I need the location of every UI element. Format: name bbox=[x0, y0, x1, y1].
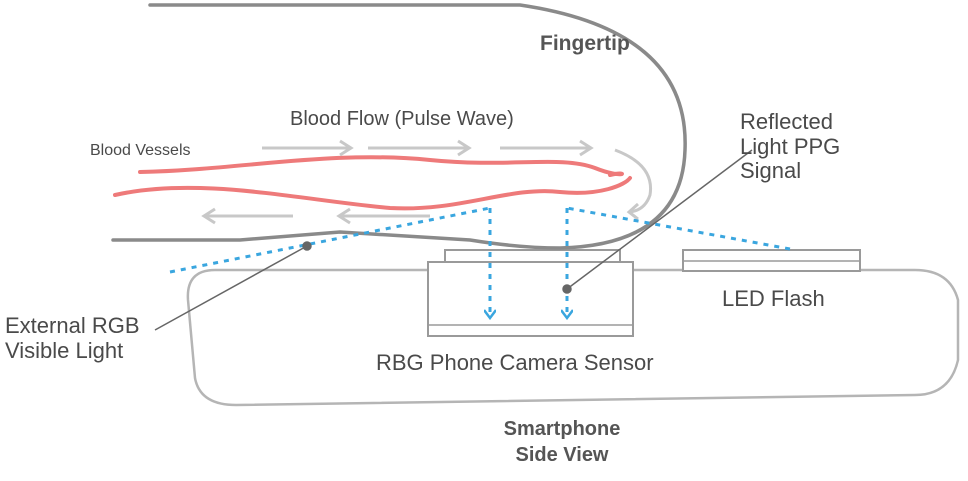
flow-arrows-return bbox=[201, 207, 430, 225]
external-line-1: External RGB bbox=[5, 313, 140, 338]
label-pointers bbox=[154, 149, 753, 331]
fingertip-outline bbox=[111, 3, 687, 250]
light-rays bbox=[169, 206, 791, 318]
blood-vessels-label: Blood Vessels bbox=[90, 142, 191, 159]
reflected-line-1: Reflected bbox=[740, 109, 833, 134]
reflected-line-3: Signal bbox=[740, 158, 802, 184]
external-light-label: External RGB Visible Light bbox=[5, 313, 140, 363]
led-flash-label: LED Flash bbox=[722, 286, 825, 311]
camera-sensor-shape bbox=[427, 249, 634, 337]
smartphone-line-1: Smartphone bbox=[503, 418, 621, 440]
smartphone-body bbox=[186, 268, 960, 407]
camera-sensor-label: RBG Phone Camera Sensor bbox=[376, 350, 654, 375]
fingertip-label: Fingertip bbox=[540, 32, 630, 55]
reflected-line-2: Light PPG bbox=[740, 133, 841, 159]
reflected-light-label: Reflected Light PPG Signal bbox=[740, 109, 841, 184]
blood-flow-label: Blood Flow (Pulse Wave) bbox=[290, 108, 514, 130]
blood-vessels bbox=[113, 155, 632, 211]
smartphone-line-2: Side View bbox=[515, 444, 609, 467]
flow-arrows-forward bbox=[262, 139, 653, 221]
smartphone-label: Smartphone Side View bbox=[495, 418, 629, 467]
external-line-2: Visible Light bbox=[5, 337, 124, 363]
led-flash-shape bbox=[682, 249, 861, 272]
